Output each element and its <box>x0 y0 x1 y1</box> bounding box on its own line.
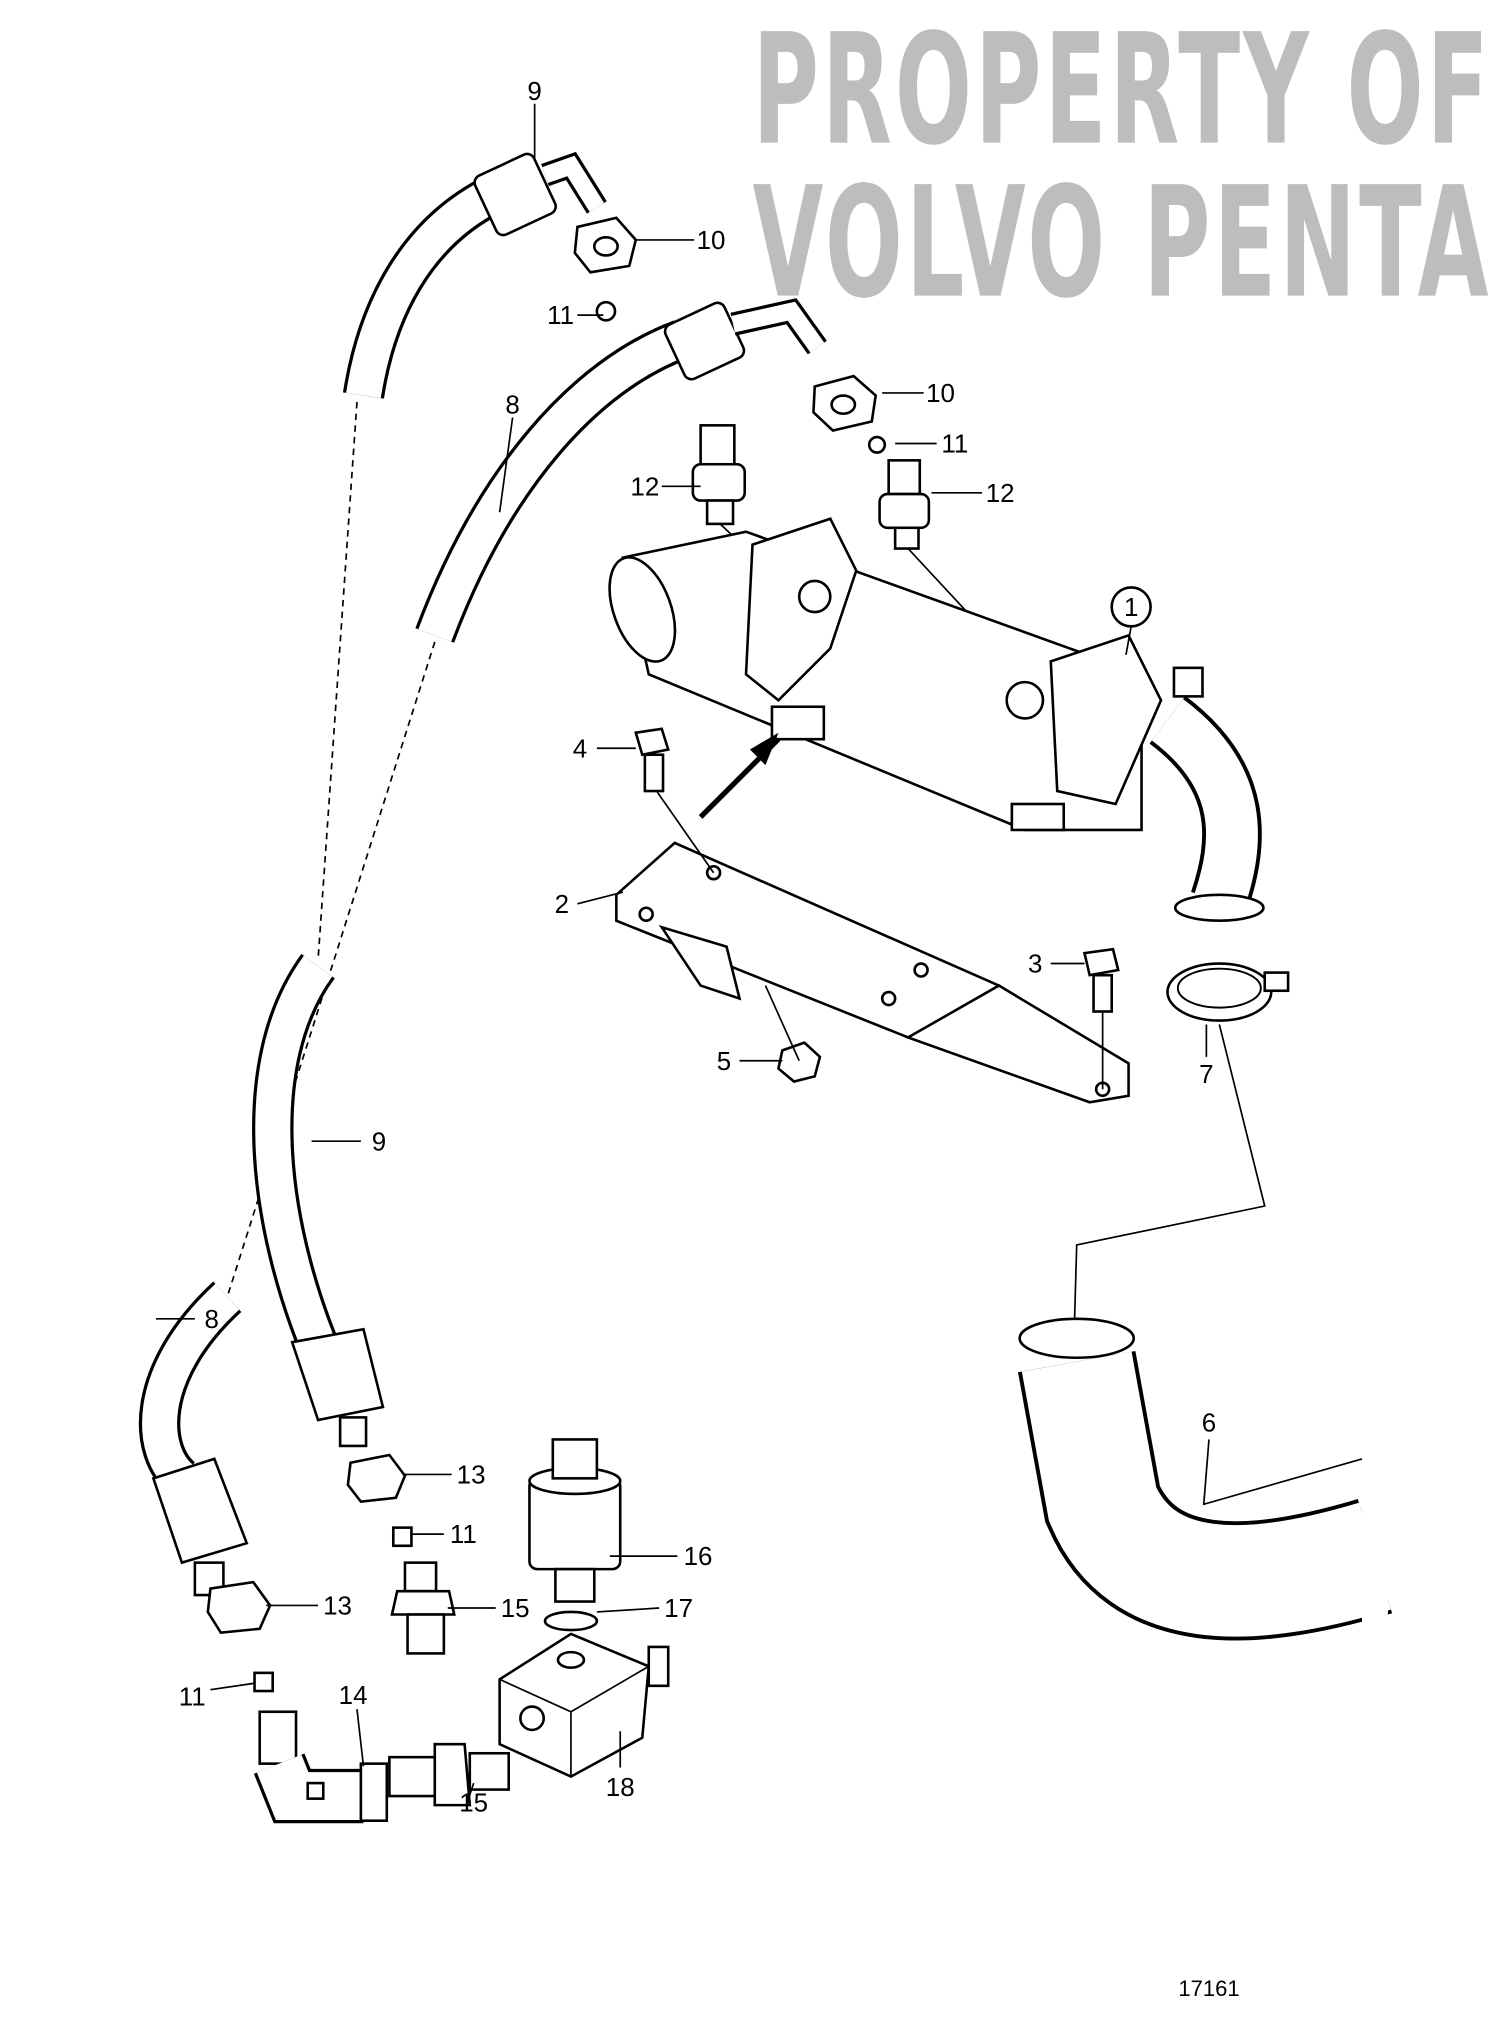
callout-3: 3 <box>1028 951 1042 979</box>
watermark: PROPERTY OF VOLVO PENTA <box>753 2 1492 333</box>
callout-6: 6 <box>1202 1410 1216 1438</box>
callout-9: 9 <box>527 78 541 106</box>
pressure-sensor-12 <box>878 459 931 550</box>
hose-clamp-7 <box>1166 962 1290 1022</box>
hose-8-upper <box>415 298 827 643</box>
callout-labels: 1 2 3 4 5 6 7 8 8 9 9 10 10 11 11 11 11 … <box>179 78 1216 1818</box>
hose-9-upper <box>342 151 607 399</box>
hose-6 <box>1018 1317 1393 1686</box>
callout-13: 13 <box>323 1593 352 1621</box>
callout-2: 2 <box>555 891 569 919</box>
callout-18: 18 <box>606 1774 635 1802</box>
nipple-15 <box>390 1561 456 1655</box>
pressure-sender-16 <box>528 1438 622 1603</box>
callout-17: 17 <box>664 1595 693 1623</box>
seal-11 <box>867 435 887 454</box>
nipple-15 <box>388 1742 510 1807</box>
nut-5 <box>777 1041 822 1083</box>
callout-14: 14 <box>339 1682 368 1710</box>
callout-5: 5 <box>717 1048 731 1076</box>
bolt-4 <box>634 727 670 793</box>
callout-10: 10 <box>926 380 955 408</box>
callout-10: 10 <box>697 227 726 255</box>
callout-4: 4 <box>573 735 587 763</box>
nut-10 <box>573 216 638 274</box>
callout-16: 16 <box>684 1543 713 1571</box>
bracket-2 <box>615 841 1130 1104</box>
hose-9-lower <box>252 953 385 1448</box>
hose-8-lower <box>138 1281 249 1597</box>
seal-11 <box>595 300 617 322</box>
callout-13: 13 <box>457 1462 486 1490</box>
heat-exchanger-1 <box>608 517 1265 923</box>
leader-lines <box>155 103 1363 1803</box>
callout-8: 8 <box>505 392 519 420</box>
watermark-line-2: VOLVO PENTA <box>753 155 1492 333</box>
callout-15: 15 <box>501 1595 530 1623</box>
callout-11: 11 <box>179 1683 206 1711</box>
seal-11 <box>391 1526 413 1548</box>
seal-11 <box>253 1671 274 1693</box>
callout-8: 8 <box>205 1306 219 1334</box>
callout-15: 15 <box>459 1790 488 1818</box>
pressure-sensor-12 <box>691 424 747 526</box>
nut-13 <box>346 1453 407 1504</box>
bolt-3 <box>1082 947 1120 1013</box>
figure-number: 17161 <box>1178 1976 1239 2001</box>
callout-11: 11 <box>941 431 968 459</box>
junction-block-18 <box>498 1632 670 1779</box>
callout-1-circle <box>1110 586 1152 628</box>
callout-12: 12 <box>986 480 1015 508</box>
callout-9: 9 <box>372 1128 386 1156</box>
nut-13 <box>206 1580 272 1635</box>
elbow-14 <box>253 1710 389 1824</box>
callout-12: 12 <box>630 473 659 501</box>
watermark-line-1: PROPERTY OF <box>753 2 1492 180</box>
nut-10 <box>812 374 878 432</box>
callout-7: 7 <box>1199 1061 1213 1089</box>
washer-17 <box>543 1610 599 1632</box>
callout-1: 1 <box>1124 594 1138 622</box>
callout-11: 11 <box>450 1521 477 1549</box>
callout-11: 11 <box>547 302 574 330</box>
